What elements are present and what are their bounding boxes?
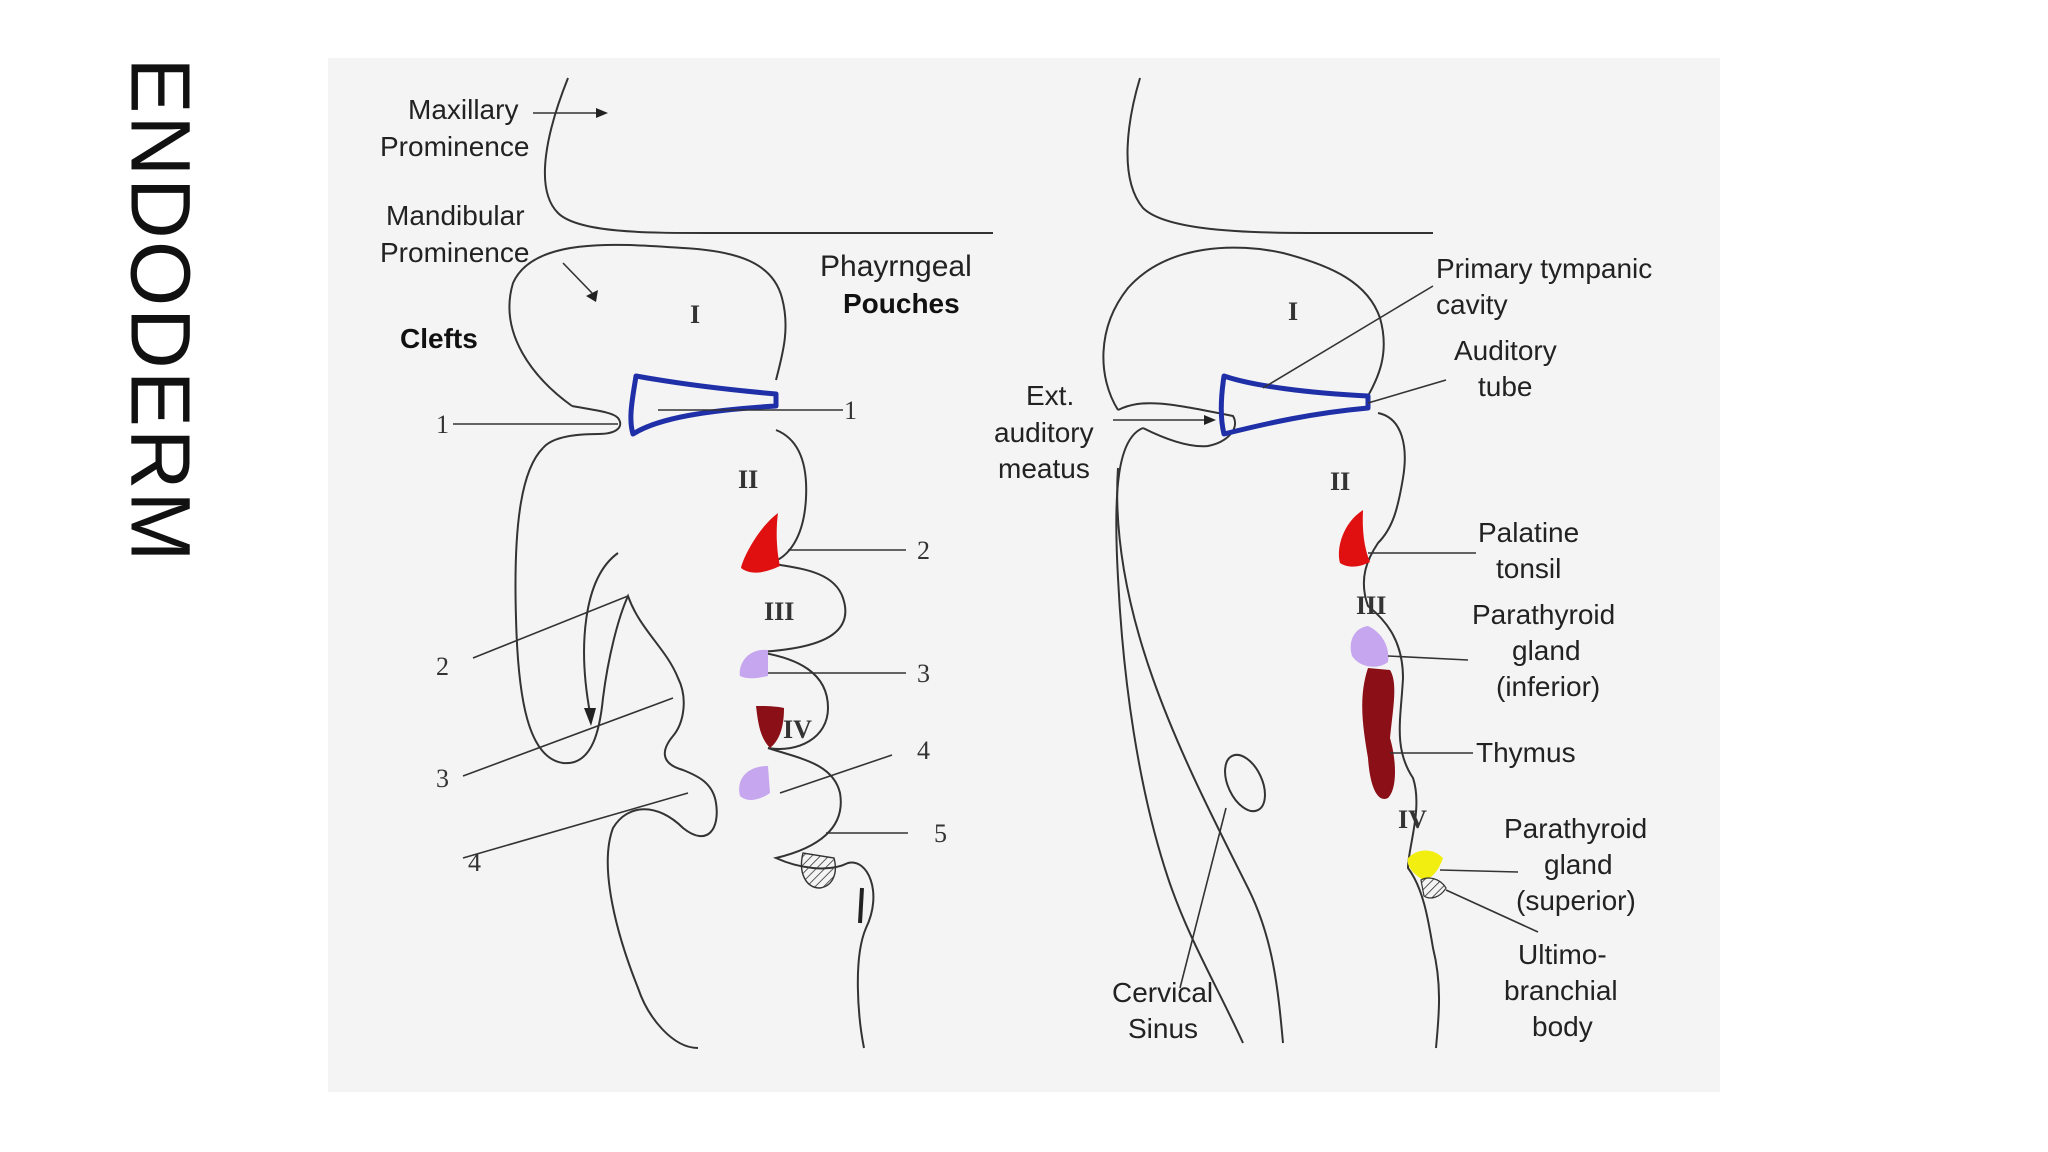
ext-meatus-label-3: meatus: [998, 453, 1090, 484]
left-diagram: Maxillary Prominence Mandibular Prominen…: [380, 77, 993, 1049]
right-pharyngeal-wall: [1362, 412, 1441, 1049]
mandibular-label-1: Mandibular: [386, 200, 525, 231]
pouch-number-1: 1: [844, 396, 857, 425]
right-arch-II: II: [1330, 467, 1350, 496]
ultimo-label-3: body: [1532, 1011, 1593, 1042]
cleft-number-2: 2: [436, 652, 449, 681]
right-pouch-1-blue: [1218, 373, 1371, 437]
right-arch-IV: IV: [1398, 805, 1427, 834]
ultimo-label-2: branchial: [1504, 975, 1618, 1006]
parathyroid-inf-label-1: Parathyroid: [1472, 599, 1615, 630]
ext-meatus-label-1: Ext.: [1026, 380, 1074, 411]
right-diagram: I II III IV Primary tympanic cavity Audi…: [994, 77, 1652, 1049]
ultimo-label-1: Ultimo-: [1518, 939, 1607, 970]
maxillary-label-2: Prominence: [380, 131, 529, 162]
pouch-4-lavender: [739, 766, 770, 800]
parathyroid-superior-yellow: [1407, 850, 1443, 880]
cervical-sinus-label-1: Cervical: [1112, 977, 1213, 1008]
right-arch-III: III: [1356, 591, 1386, 620]
ext-meatus-contour: [1117, 402, 1236, 448]
palatine-tonsil-red: [1338, 510, 1370, 567]
auditory-tube-label-2: tube: [1478, 371, 1533, 402]
clefts-label: Clefts: [400, 323, 478, 354]
pouch-number-4: 4: [917, 736, 930, 765]
parathyroid-sup-label-1: Parathyroid: [1504, 813, 1647, 844]
pouch-1-blue: [628, 373, 779, 437]
arch-I-outline: [508, 243, 787, 407]
right-arch-I-outline: [1102, 246, 1385, 411]
ext-meatus-label-2: auditory: [994, 417, 1094, 448]
right-outer-contour: [1115, 427, 1244, 1044]
cleft-number-4: 4: [468, 848, 481, 877]
left-arch-IV: IV: [783, 715, 812, 744]
diagram-svg: Maxillary Prominence Mandibular Prominen…: [380, 77, 1652, 1049]
thymus-label: Thymus: [1476, 737, 1576, 768]
auditory-tube-label-1: Auditory: [1454, 335, 1557, 366]
left-arch-I: I: [690, 300, 700, 329]
left-arch-III: III: [764, 597, 794, 626]
parathyroid-inferior-lavender: [1350, 626, 1389, 667]
pouch-number-3: 3: [917, 659, 930, 688]
cervical-arrow: [583, 552, 619, 714]
slide-title-text: ENDODERM: [113, 56, 208, 564]
thymus-dark-red: [1362, 668, 1395, 799]
primary-tympanic-label-1: Primary tympanic: [1436, 253, 1652, 284]
cleft-number-1: 1: [436, 410, 449, 439]
pouch-number-2: 2: [917, 536, 930, 565]
cleft-1-contour: [542, 405, 622, 449]
left-outer-contour: [514, 447, 718, 1049]
right-neck-contour: [1116, 467, 1284, 1044]
pouch-3-lavender: [739, 649, 768, 679]
left-arch-II: II: [738, 465, 758, 494]
right-arch-I: I: [1288, 297, 1298, 326]
thymus-primordium-left: [756, 706, 784, 748]
maxillary-contour: [543, 77, 993, 234]
ultimobranchial-hatched: [1420, 877, 1447, 899]
pharyngeal-diagram: Maxillary Prominence Mandibular Prominen…: [328, 58, 1720, 1092]
primary-tympanic-label-2: cavity: [1436, 289, 1508, 320]
pouch-number-5: 5: [934, 819, 947, 848]
pouch-5-hatched: [800, 852, 837, 889]
parathyroid-inf-label-2: gland: [1512, 635, 1581, 666]
parathyroid-sup-label-3: (superior): [1516, 885, 1636, 916]
pouches-label-2: Pouches: [843, 288, 960, 319]
parathyroid-sup-label-2: gland: [1544, 849, 1613, 880]
slide-title: ENDODERM: [100, 57, 220, 563]
maxillary-label-1: Maxillary: [408, 94, 518, 125]
palatine-label-2: tonsil: [1496, 553, 1561, 584]
right-maxillary-contour: [1126, 77, 1433, 234]
parathyroid-inf-label-3: (inferior): [1496, 671, 1600, 702]
cervical-sinus-oval: [1224, 753, 1266, 813]
mandibular-label-2: Prominence: [380, 237, 529, 268]
cervical-sinus-label-2: Sinus: [1128, 1013, 1198, 1044]
pouch-2-red: [741, 513, 780, 573]
cleft-number-3: 3: [436, 764, 449, 793]
pouches-label-1: Phayrngeal: [820, 250, 972, 283]
palatine-label-1: Palatine: [1478, 517, 1579, 548]
